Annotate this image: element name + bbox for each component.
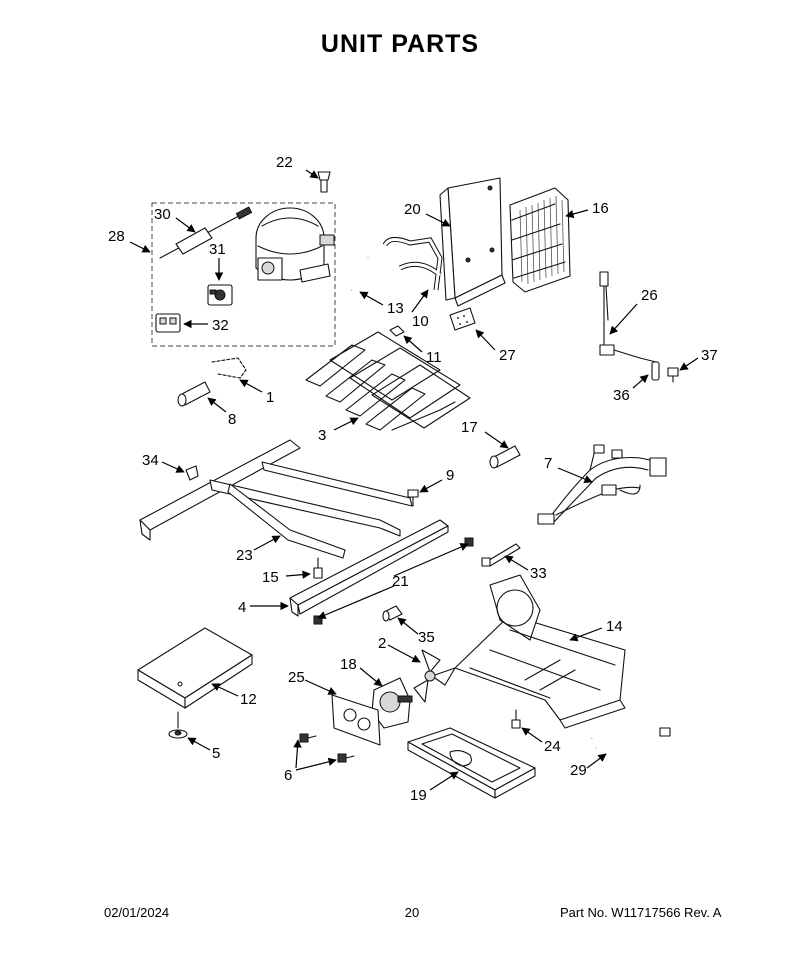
callout-35: 35: [418, 629, 435, 646]
callout-3: 3: [318, 427, 326, 444]
leader-lines: [129, 169, 699, 791]
callout-7: 7: [544, 455, 552, 472]
callout-30: 30: [154, 206, 171, 223]
callout-8: 8: [228, 411, 236, 428]
part-13-tube[interactable]: [351, 257, 369, 291]
callout-23: 23: [236, 547, 253, 564]
callout-10: 10: [412, 313, 429, 330]
part-15-screw[interactable]: [313, 557, 323, 579]
part-10-tubing[interactable]: [382, 237, 443, 291]
callout-15: 15: [262, 569, 279, 586]
callout-36: 36: [613, 387, 630, 404]
part-8-tube[interactable]: [177, 381, 211, 407]
callout-25: 25: [288, 669, 305, 686]
part-2-fan-blade[interactable]: [413, 649, 456, 703]
callout-6: 6: [284, 767, 292, 784]
part-14-base-pan[interactable]: [454, 574, 626, 729]
compressor-group-box: [151, 202, 336, 347]
part-19-drain-pan[interactable]: [407, 727, 536, 799]
part-34-clip[interactable]: [185, 465, 199, 481]
part-22-screw[interactable]: [317, 171, 331, 193]
callout-2: 2: [378, 635, 386, 652]
part-5-screw[interactable]: [168, 711, 188, 739]
callout-27: 27: [499, 347, 516, 364]
part-16-condenser[interactable]: [509, 187, 571, 293]
part-6-screw-a[interactable]: [299, 733, 317, 743]
callout-21: 21: [392, 573, 409, 590]
part-27-pad[interactable]: [449, 307, 476, 331]
part-7-wire-harness[interactable]: [537, 444, 667, 525]
part-37-screw[interactable]: [667, 367, 679, 383]
callout-33: 33: [530, 565, 547, 582]
part-compressor[interactable]: [255, 207, 335, 283]
part-9-screw[interactable]: [407, 489, 419, 507]
part-32-overload[interactable]: [155, 313, 181, 333]
page-title: UNIT PARTS: [320, 30, 480, 58]
callout-29: 29: [570, 762, 587, 779]
callout-16: 16: [592, 200, 609, 217]
part-21-screw-a[interactable]: [464, 537, 474, 547]
part-11-clip[interactable]: [389, 325, 405, 337]
callout-11: 11: [426, 349, 442, 366]
callout-12: 12: [240, 691, 257, 708]
callout-1: 1: [266, 389, 274, 406]
callout-9: 9: [446, 467, 454, 484]
callout-14: 14: [606, 618, 623, 635]
footer-date: 02/01/2024: [104, 905, 170, 920]
callout-5: 5: [212, 745, 220, 762]
part-29-heater[interactable]: [591, 727, 671, 764]
callout-4: 4: [238, 599, 246, 616]
callout-18: 18: [340, 656, 357, 673]
callout-13: 13: [387, 300, 404, 317]
part-36-bracket[interactable]: [651, 361, 660, 381]
footer-part-number: Part No. W11717566 Rev. A: [560, 905, 722, 920]
part-6-screw-b[interactable]: [337, 753, 355, 763]
callout-34: 34: [142, 452, 159, 469]
part-26-sensor[interactable]: [599, 271, 657, 363]
part-1-bracket[interactable]: [211, 357, 247, 379]
callout-26: 26: [641, 287, 658, 304]
callout-31: 31: [209, 241, 226, 258]
part-3-condenser-coil[interactable]: [305, 331, 471, 431]
part-21-rail[interactable]: [289, 519, 449, 617]
part-12-plate[interactable]: [137, 627, 253, 709]
part-25-bracket[interactable]: [331, 694, 381, 746]
callout-labels: 22 20 16 28 30 31 32 13 10 11 27 26 37 3…: [108, 154, 718, 804]
part-30-drier[interactable]: [159, 206, 253, 259]
callout-24: 24: [544, 738, 561, 755]
part-31-relay[interactable]: [207, 284, 233, 306]
part-33-tube[interactable]: [481, 543, 521, 567]
callout-22: 22: [276, 154, 293, 171]
callout-37: 37: [701, 347, 718, 364]
footer-page-number: 20: [404, 905, 420, 920]
part-20-evaporator-cover[interactable]: [439, 177, 506, 307]
callout-28: 28: [108, 228, 125, 245]
part-35-bushing[interactable]: [382, 605, 403, 622]
callout-20: 20: [404, 201, 421, 218]
part-23-frame[interactable]: [139, 439, 413, 559]
part-17-tube[interactable]: [489, 445, 521, 469]
callout-19: 19: [410, 787, 427, 804]
callout-32: 32: [212, 317, 229, 334]
part-24-screw[interactable]: [511, 709, 521, 729]
callout-17: 17: [461, 419, 478, 436]
